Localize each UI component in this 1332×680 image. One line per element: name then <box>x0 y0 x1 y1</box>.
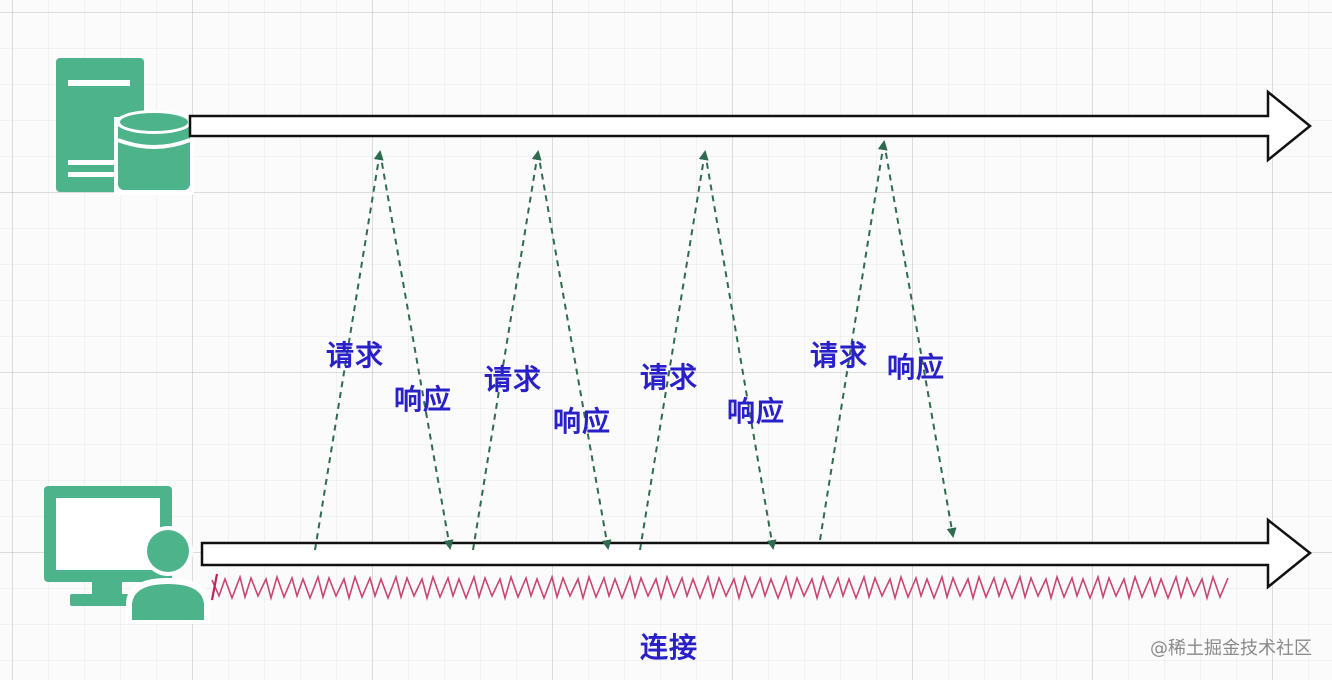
response-arrow <box>883 141 957 538</box>
response-label-4: 响应 <box>887 351 946 384</box>
response-arrow <box>537 151 612 550</box>
request-arrow <box>639 150 709 551</box>
request-arrow <box>819 140 888 541</box>
request-label-4: 请求 <box>810 339 869 372</box>
response-arrow <box>704 151 777 550</box>
server-timeline-arrow <box>188 89 1312 163</box>
request-arrow <box>314 150 384 551</box>
request-arrow <box>472 150 542 551</box>
connection-scribble <box>210 573 1229 602</box>
response-arrow <box>379 151 454 550</box>
computer-user-icon <box>44 486 210 624</box>
connection-label: 连接 <box>640 631 699 664</box>
exchange-2 <box>472 150 612 551</box>
watermark: @稀土掘金技术社区 <box>1150 638 1312 659</box>
response-label-1: 响应 <box>394 383 453 416</box>
server-database-icon <box>56 58 194 195</box>
response-label-3: 响应 <box>727 395 786 428</box>
response-label-2: 响应 <box>553 405 612 438</box>
exchange-3 <box>639 150 777 551</box>
exchange-1 <box>314 150 454 551</box>
exchange-4 <box>819 140 957 541</box>
client-timeline-arrow <box>200 517 1313 590</box>
request-label-3: 请求 <box>640 361 699 394</box>
request-label-2: 请求 <box>484 363 543 396</box>
request-label-1: 请求 <box>326 339 385 372</box>
